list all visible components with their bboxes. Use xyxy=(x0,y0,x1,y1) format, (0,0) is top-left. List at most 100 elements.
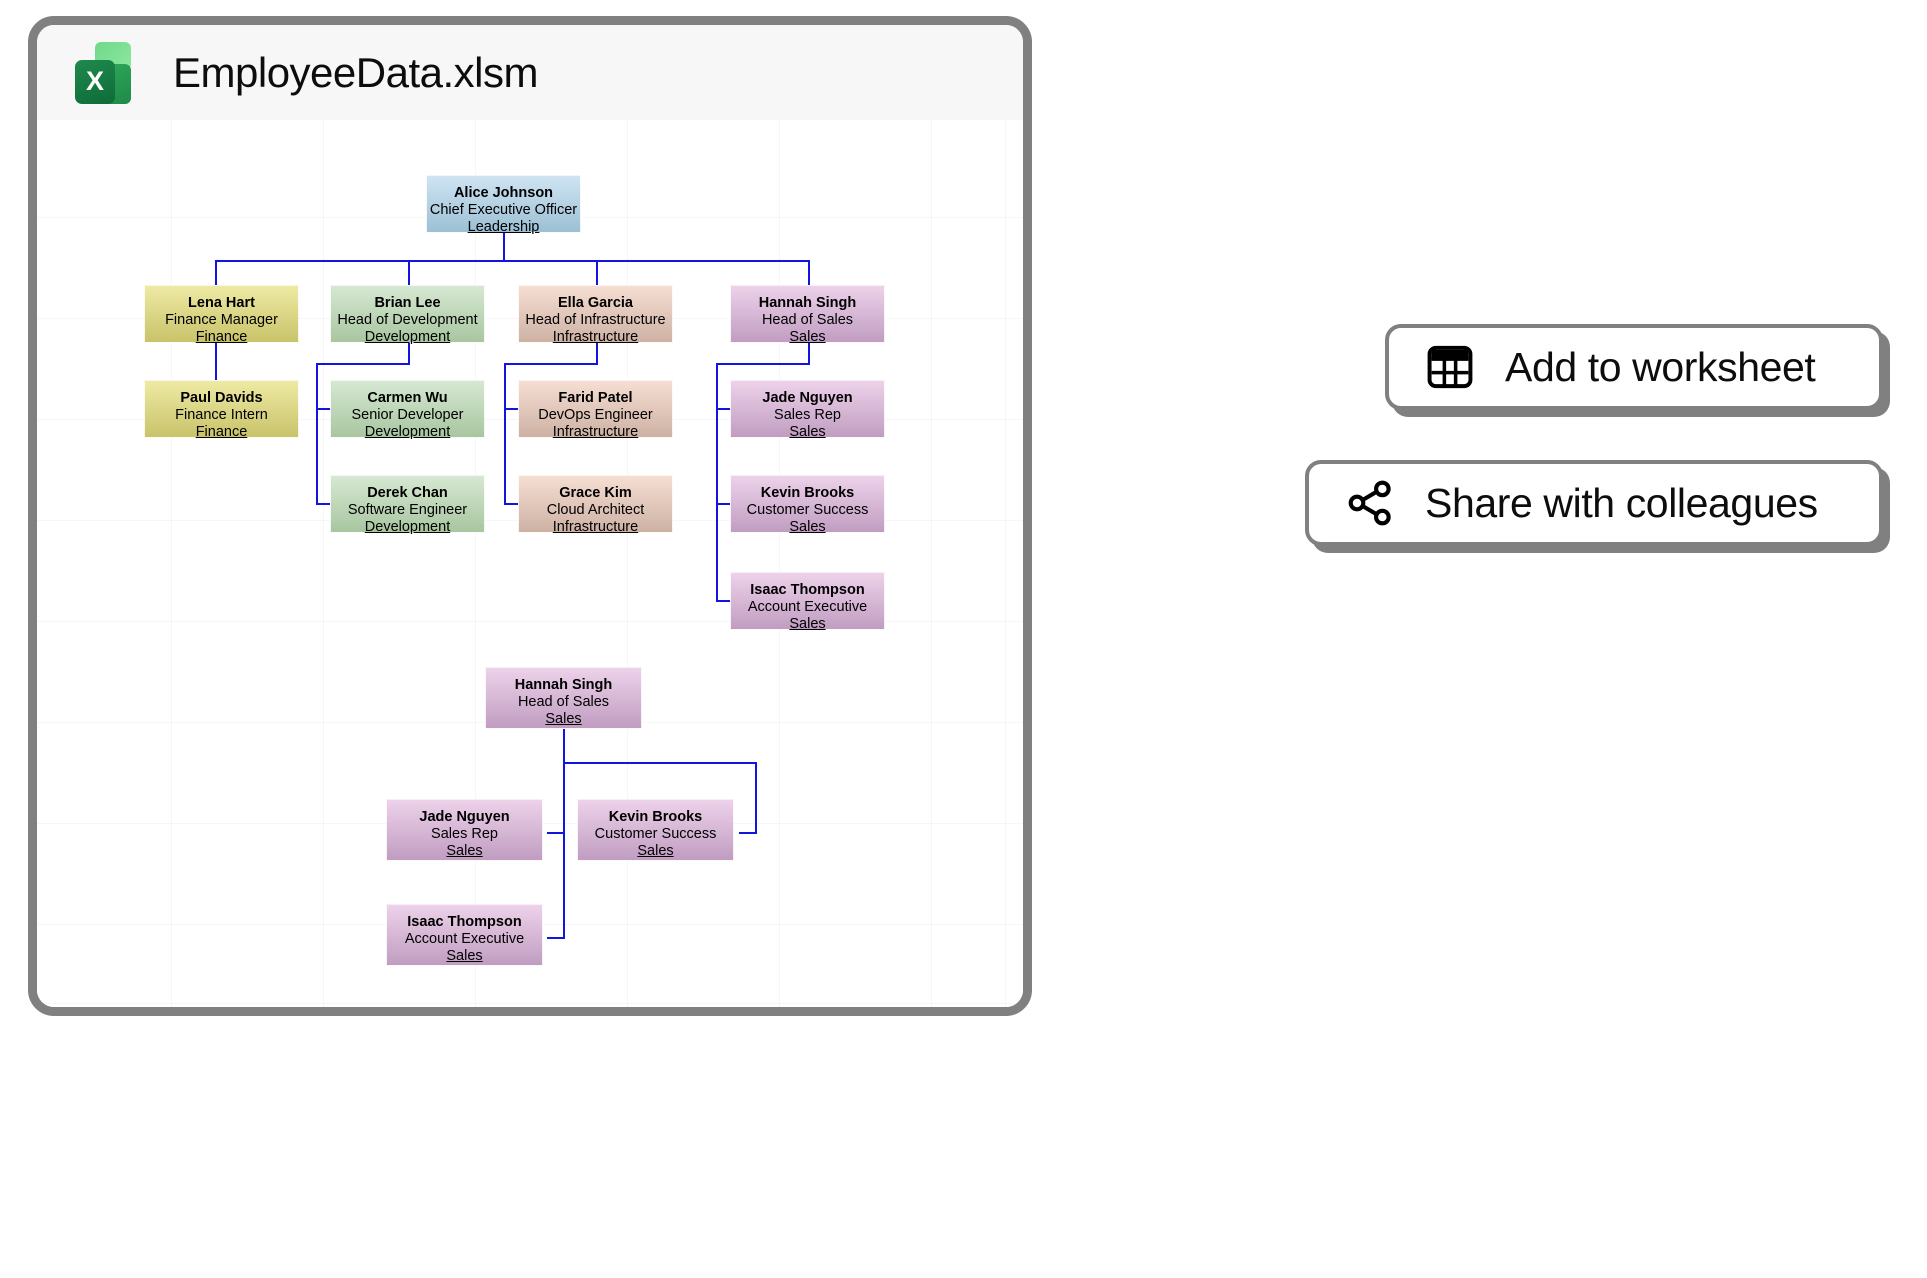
node-role: Head of Sales xyxy=(517,693,610,710)
node-name: Isaac Thompson xyxy=(750,582,865,598)
node-role: Customer Success xyxy=(594,825,717,842)
node-dept: Leadership xyxy=(467,218,540,235)
node-name: Farid Patel xyxy=(558,390,633,406)
file-title: EmployeeData.xlsm xyxy=(173,48,538,96)
connector-lena-paul xyxy=(215,343,217,380)
node-dept: Sales xyxy=(789,615,826,632)
connector2-stub-jade xyxy=(547,832,565,834)
node-role: Software Engineer xyxy=(347,501,468,518)
connector-to-sales xyxy=(808,260,810,285)
node-role: Finance Intern xyxy=(175,406,268,423)
connector-dev-stub-carmen xyxy=(316,408,332,410)
node-role: Head of Infrastructure xyxy=(525,311,666,328)
node-name: Kevin Brooks xyxy=(608,809,703,825)
node-role: Account Executive xyxy=(747,598,868,615)
node-name: Jade Nguyen xyxy=(762,390,853,406)
connector-infra-drop xyxy=(596,343,598,365)
node-role: Finance Manager xyxy=(165,311,278,328)
connector-to-dev xyxy=(408,260,410,285)
org-node-derek-chan[interactable]: Derek Chan Software Engineer Development xyxy=(330,475,485,535)
share-with-colleagues-button[interactable]: Share with colleagues xyxy=(1305,460,1883,546)
org2-node-hannah-singh[interactable]: Hannah Singh Head of Sales Sales xyxy=(485,667,642,729)
node-name: Carmen Wu xyxy=(367,390,448,406)
node-role: DevOps Engineer xyxy=(538,406,653,423)
org-node-brian-lee[interactable]: Brian Lee Head of Development Developmen… xyxy=(330,285,485,345)
node-dept: Sales xyxy=(789,518,826,535)
node-name: Alice Johnson xyxy=(453,185,554,201)
org-node-lena-hart[interactable]: Lena Hart Finance Manager Finance xyxy=(144,285,299,345)
connector2-stub-kevin xyxy=(739,832,757,834)
node-name: Ella Garcia xyxy=(558,295,633,311)
node-name: Derek Chan xyxy=(367,485,448,501)
table-grid-icon xyxy=(1423,340,1477,394)
connector2-bus xyxy=(563,762,757,764)
connector-sales-stub-jade xyxy=(716,408,732,410)
node-dept: Development xyxy=(364,423,451,440)
node-dept: Finance xyxy=(195,328,248,345)
org-node-grace-kim[interactable]: Grace Kim Cloud Architect Infrastructure xyxy=(518,475,673,535)
connector-infra-stub-grace xyxy=(504,503,520,505)
connector-ceo-bus xyxy=(215,260,809,262)
org-node-ella-garcia[interactable]: Ella Garcia Head of Infrastructure Infra… xyxy=(518,285,673,345)
connector2-spine-left xyxy=(563,762,565,939)
node-dept: Development xyxy=(364,328,451,345)
excel-icon: X xyxy=(75,41,133,104)
share-nodes-icon xyxy=(1343,476,1397,530)
node-name: Hannah Singh xyxy=(758,295,857,311)
connector2-head-drop xyxy=(563,729,565,764)
node-dept: Sales xyxy=(446,947,483,964)
worksheet-grid[interactable]: Alice Johnson Chief Executive Officer Le… xyxy=(37,120,1023,1007)
connector-infra-elbow xyxy=(504,363,598,365)
share-with-colleagues-label: Share with colleagues xyxy=(1425,479,1818,526)
connector-sales-drop xyxy=(808,343,810,365)
org-node-alice-johnson[interactable]: Alice Johnson Chief Executive Officer Le… xyxy=(426,175,581,235)
node-name: Hannah Singh xyxy=(514,677,613,693)
org-node-farid-patel[interactable]: Farid Patel DevOps Engineer Infrastructu… xyxy=(518,380,673,440)
org2-node-kevin-brooks[interactable]: Kevin Brooks Customer Success Sales xyxy=(577,799,734,861)
connector-sales-stub-kevin xyxy=(716,503,732,505)
connector-infra-spine xyxy=(504,363,506,505)
org2-node-jade-nguyen[interactable]: Jade Nguyen Sales Rep Sales xyxy=(386,799,543,861)
node-name: Brian Lee xyxy=(374,295,441,311)
node-dept: Finance xyxy=(195,423,248,440)
node-dept: Sales xyxy=(637,842,674,859)
node-dept: Sales xyxy=(789,328,826,345)
node-name: Paul Davids xyxy=(180,390,263,406)
node-dept: Sales xyxy=(545,710,582,727)
org2-node-isaac-thompson[interactable]: Isaac Thompson Account Executive Sales xyxy=(386,904,543,966)
node-dept: Infrastructure xyxy=(552,518,639,535)
connector-dev-drop xyxy=(408,343,410,365)
connector-to-infra xyxy=(596,260,598,285)
node-role: Chief Executive Officer xyxy=(429,201,578,218)
add-to-worksheet-button[interactable]: Add to worksheet xyxy=(1385,324,1883,410)
connector-ceo-drop xyxy=(503,233,505,261)
org-node-hannah-singh[interactable]: Hannah Singh Head of Sales Sales xyxy=(730,285,885,345)
node-dept: Infrastructure xyxy=(552,328,639,345)
connector2-spine-right xyxy=(755,762,757,834)
node-role: Cloud Architect xyxy=(546,501,645,518)
org-node-kevin-brooks[interactable]: Kevin Brooks Customer Success Sales xyxy=(730,475,885,535)
node-role: Senior Developer xyxy=(351,406,464,423)
org-node-isaac-thompson[interactable]: Isaac Thompson Account Executive Sales xyxy=(730,572,885,632)
excel-icon-letter: X xyxy=(75,59,115,104)
node-name: Kevin Brooks xyxy=(760,485,855,501)
connector-to-finance xyxy=(215,260,217,285)
node-name: Lena Hart xyxy=(188,295,255,311)
node-role: Head of Development xyxy=(337,311,478,328)
org-node-jade-nguyen[interactable]: Jade Nguyen Sales Rep Sales xyxy=(730,380,885,440)
title-bar: X EmployeeData.xlsm xyxy=(37,25,1023,120)
org-node-paul-davids[interactable]: Paul Davids Finance Intern Finance xyxy=(144,380,299,440)
node-name: Jade Nguyen xyxy=(419,809,510,825)
node-dept: Development xyxy=(364,518,451,535)
node-name: Grace Kim xyxy=(559,485,632,501)
connector-sales-spine xyxy=(716,363,718,602)
node-role: Head of Sales xyxy=(761,311,854,328)
org-chart-canvas: Alice Johnson Chief Executive Officer Le… xyxy=(37,120,1023,1007)
org-node-carmen-wu[interactable]: Carmen Wu Senior Developer Development xyxy=(330,380,485,440)
add-to-worksheet-label: Add to worksheet xyxy=(1505,343,1816,390)
node-dept: Infrastructure xyxy=(552,423,639,440)
connector2-stub-isaac xyxy=(547,937,565,939)
connector-sales-stub-isaac xyxy=(716,600,732,602)
node-role: Sales Rep xyxy=(774,406,841,423)
connector-sales-elbow xyxy=(716,363,810,365)
